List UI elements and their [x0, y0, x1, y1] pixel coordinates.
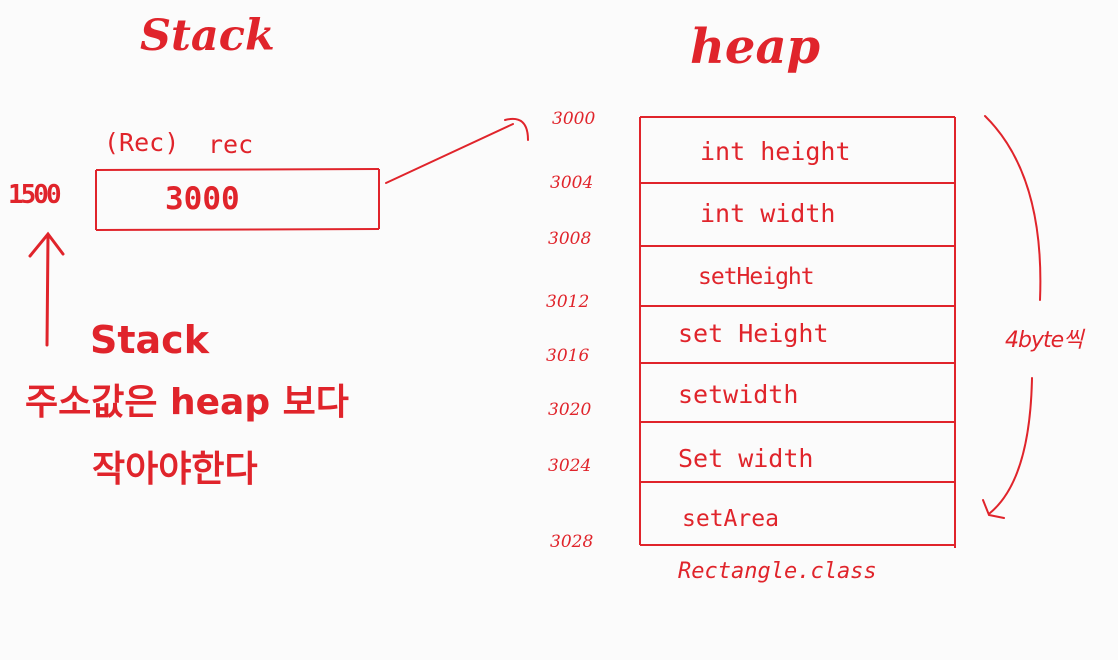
heap-address: 3004 [550, 173, 594, 193]
pointer-arrow [385, 118, 529, 184]
size-note: 4byte씩 [1005, 328, 1083, 353]
note-line-2: 주소값은 heap 보다 [25, 382, 349, 423]
heap-slot: setwidth [678, 380, 799, 409]
note-line-1: Stack [90, 318, 209, 362]
heap-title: heap [690, 19, 821, 75]
heap-address: 3028 [550, 532, 594, 552]
heap-slot: Set width [678, 444, 814, 473]
heap-address: 3008 [548, 229, 592, 249]
stack-variable-box [95, 168, 380, 231]
up-arrow [28, 231, 65, 347]
size-brace [982, 115, 1042, 519]
heap-memory-table [639, 116, 956, 548]
stack-title: Stack [140, 11, 275, 61]
heap-slot: setHeight [698, 264, 815, 290]
stack-variable-value: 3000 [165, 181, 240, 217]
heap-address: 3020 [548, 400, 592, 420]
stack-variable-name: rec [208, 130, 254, 159]
stack-type-label: (Rec) [104, 128, 180, 157]
heap-slot: int width [700, 199, 836, 228]
heap-slot: int height [700, 137, 851, 166]
stack-address: 1500 [8, 180, 62, 210]
heap-slot: set Height [678, 319, 829, 348]
heap-address: 3024 [548, 456, 592, 476]
heap-slot: setArea [682, 506, 779, 532]
heap-address: 3012 [546, 292, 590, 312]
note-line-3: 작아야한다 [92, 449, 258, 490]
heap-address: 3016 [546, 346, 590, 366]
class-label: Rectangle.class [678, 559, 877, 584]
heap-address: 3000 [552, 109, 596, 129]
